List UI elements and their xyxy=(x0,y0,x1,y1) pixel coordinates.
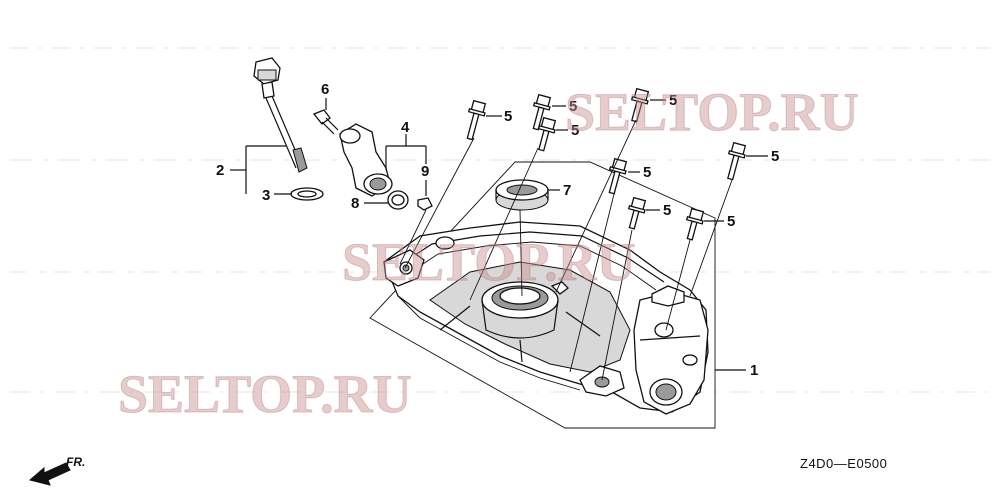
bolt-5f xyxy=(627,196,647,230)
callout-5a: 5 xyxy=(504,108,512,125)
diagram-code: Z4D0—E0500 xyxy=(800,456,887,471)
bolt-5g xyxy=(685,207,705,241)
callouts: 1 2 3 4 5 5 5 5 5 5 5 5 5 6 7 8 9 xyxy=(216,81,779,379)
bolt-5a xyxy=(466,99,487,141)
leader-lines xyxy=(230,98,768,381)
watermark-bottom: SELTOP.RU xyxy=(118,364,412,424)
front-direction-indicator: FR. xyxy=(28,455,85,486)
oil-filler-bolt xyxy=(312,109,339,135)
bolt-5h xyxy=(727,141,747,181)
flange-bolts xyxy=(466,87,747,241)
watermarks: SELTOP.RU SELTOP.RU SELTOP.RU xyxy=(118,82,860,425)
callout-2: 2 xyxy=(216,162,224,179)
callout-9: 9 xyxy=(421,163,429,180)
bolt-5b xyxy=(532,93,552,131)
callout-5c: 5 xyxy=(571,122,579,139)
callout-1: 1 xyxy=(750,362,758,379)
callout-5b: 5 xyxy=(569,98,577,115)
callout-8: 8 xyxy=(351,195,359,212)
callout-7: 7 xyxy=(563,182,571,199)
assembly-outline xyxy=(369,161,716,429)
case-cover xyxy=(383,221,709,415)
oil-seal xyxy=(495,179,549,211)
filler-o-ring xyxy=(387,190,409,210)
dipstick-o-ring xyxy=(290,187,324,201)
watermark-top: SELTOP.RU xyxy=(565,82,859,142)
oil-filler-neck xyxy=(339,123,393,197)
front-label: FR. xyxy=(66,455,85,469)
callout-5f: 5 xyxy=(663,202,671,219)
bolt-5e xyxy=(608,157,628,195)
front-arrow-icon xyxy=(28,462,71,486)
callout-3: 3 xyxy=(262,187,270,204)
watermark-middle: SELTOP.RU xyxy=(342,232,636,292)
callout-6: 6 xyxy=(321,81,329,98)
callout-5d: 5 xyxy=(669,92,677,109)
callout-4: 4 xyxy=(401,119,410,136)
callout-5h: 5 xyxy=(771,148,779,165)
bolt-5d xyxy=(630,87,650,123)
callout-5e: 5 xyxy=(643,164,651,181)
bolt-5c xyxy=(537,116,557,152)
callout-5g: 5 xyxy=(727,213,735,230)
dowel-pin xyxy=(417,197,433,211)
dipstick xyxy=(253,57,308,173)
